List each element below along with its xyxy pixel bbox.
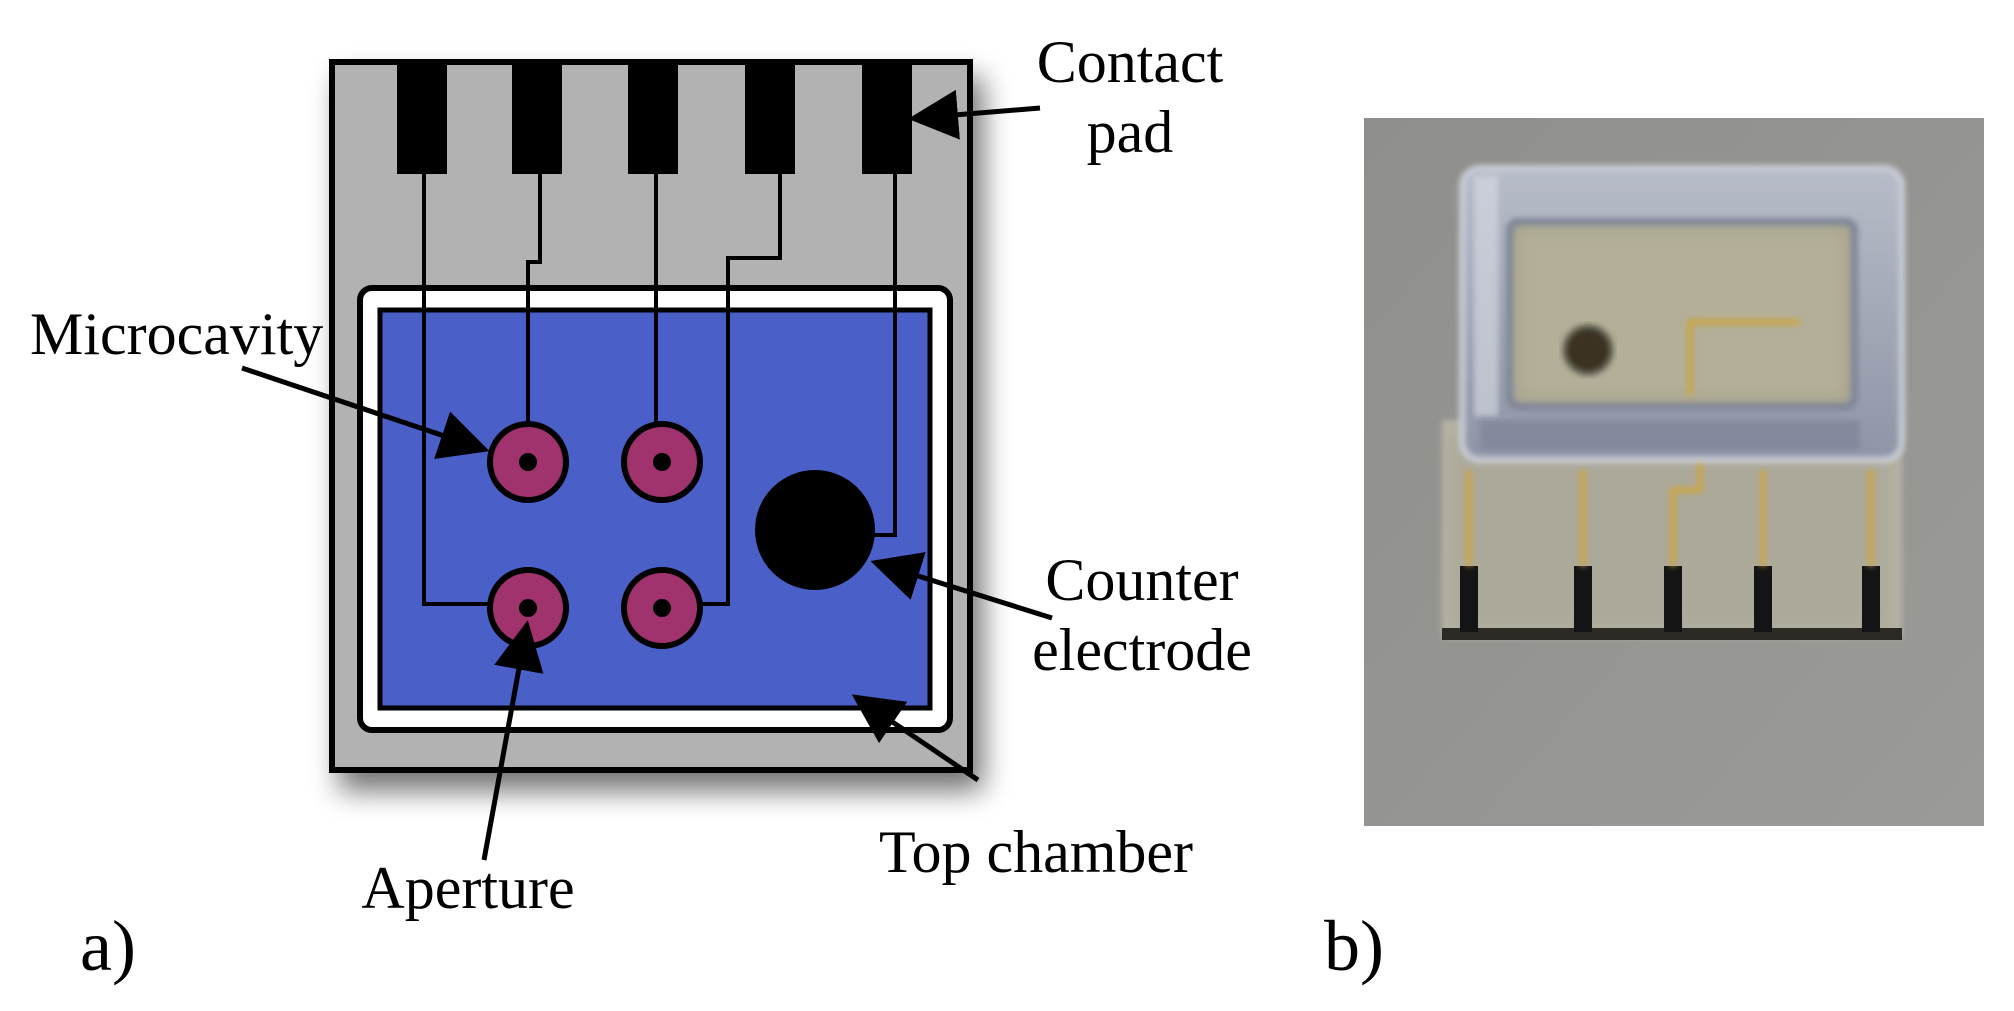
contact-pad: [628, 64, 678, 174]
arrow-top-chamber: [851, 694, 980, 783]
arrow-aperture: [481, 620, 544, 861]
callout-arrows: [241, 89, 1053, 861]
device-photo: b): [1324, 118, 1984, 986]
photo-counter-electrode: [1562, 324, 1614, 376]
contact-pad: [745, 64, 795, 174]
traces: [422, 170, 897, 606]
panel-b-label: b): [1324, 906, 1384, 986]
trace: [526, 170, 542, 430]
trace: [422, 170, 488, 606]
counter-electrode-label-line2: electrode: [1032, 617, 1252, 683]
counter-electrode: [755, 470, 875, 590]
arrow-microcavity: [241, 365, 490, 459]
arrow-contact-pad: [908, 89, 1041, 140]
aperture: [653, 599, 671, 617]
photo-contact-pad: [1754, 566, 1772, 632]
panel-a-label: a): [80, 906, 136, 986]
photo-contact-pad: [1862, 566, 1880, 632]
photo-contact-strip: [1442, 628, 1902, 640]
contact-pad: [862, 64, 912, 174]
microcavity-label: Microcavity: [30, 301, 323, 367]
schematic-panel: Contact pad Microcavity Counter electrod…: [30, 29, 1252, 986]
contact-pads: [397, 64, 912, 174]
contact-pad: [512, 64, 562, 174]
counter-electrode-label: Counter: [1045, 547, 1238, 613]
contact-pad-label-line2: pad: [1087, 99, 1174, 165]
photo-contact-pad: [1460, 566, 1478, 632]
contact-pad-label: Contact: [1037, 29, 1224, 95]
arrow-counter-electrode: [870, 552, 1053, 621]
top-chamber-label: Top chamber: [879, 819, 1193, 885]
microcavities: [487, 421, 703, 649]
photo-contact-pads: [1460, 566, 1880, 632]
photo-contact-pad: [1574, 566, 1592, 632]
contact-pad: [397, 64, 447, 174]
aperture: [519, 599, 537, 617]
aperture: [653, 453, 671, 471]
aperture: [519, 453, 537, 471]
aperture-label: Aperture: [361, 855, 574, 921]
photo-contact-pad: [1664, 566, 1682, 632]
trace: [700, 170, 782, 606]
